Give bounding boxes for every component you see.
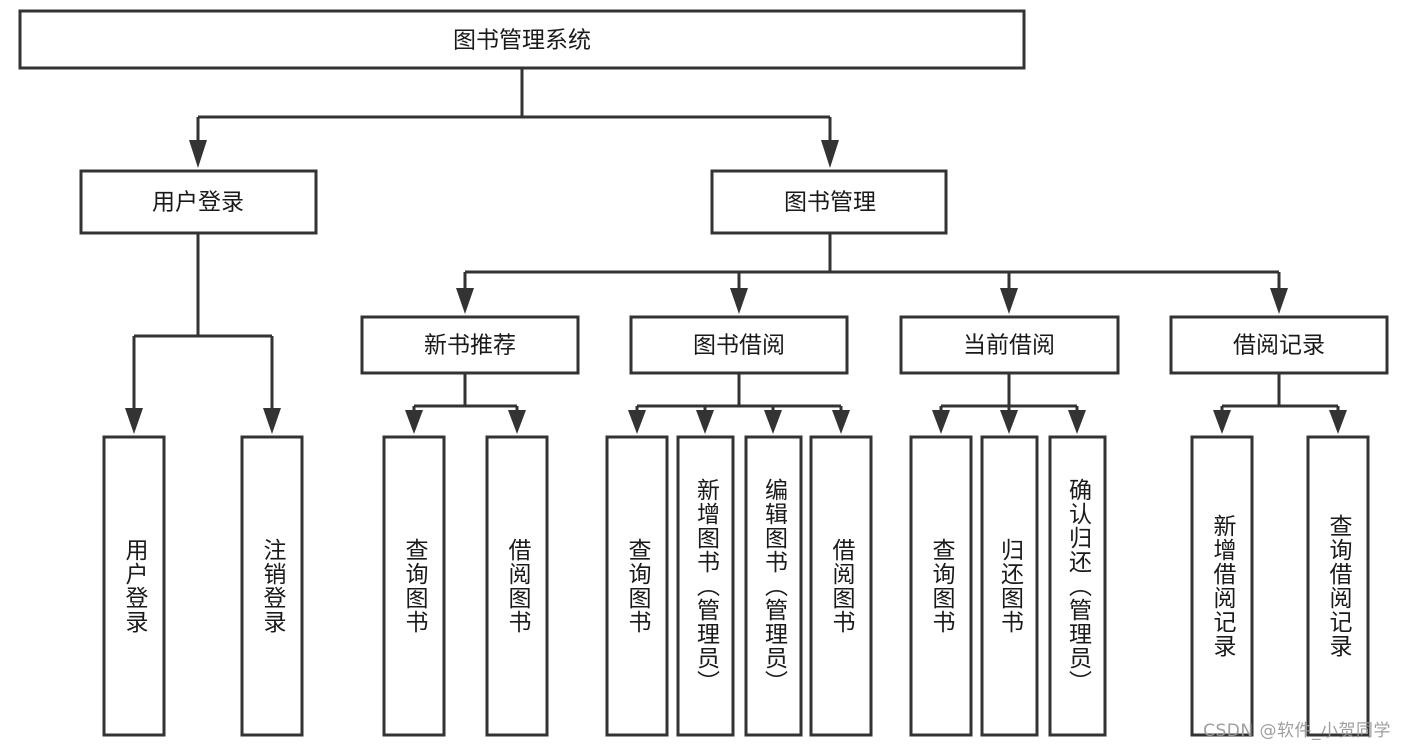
leaf-box-query-borrow-record[interactable]	[1306, 435, 1370, 737]
node-root-book-management-system[interactable]: 图书管理系统	[18, 9, 1026, 70]
arrow-head-leaf-5	[628, 410, 646, 434]
leaf-box-add-borrow-record[interactable]	[1190, 435, 1254, 737]
connector-group-current-borrow	[932, 373, 1086, 434]
node-new-book-recommend-label: 新书推荐	[424, 333, 516, 359]
connector-group-borrow-book	[628, 373, 850, 434]
arrow-head-leaf-12	[1213, 410, 1231, 434]
arrow-head-book-mgmt	[821, 140, 839, 168]
connector-group-book-mgmt	[456, 233, 1288, 314]
leaf-box-confirm-return-admin[interactable]	[1048, 435, 1107, 737]
node-root-label: 图书管理系统	[453, 28, 591, 54]
node-new-book-recommend-box	[360, 315, 580, 375]
node-book-borrow-label: 图书借阅	[693, 333, 785, 359]
arrow-head-leaf-8	[832, 410, 850, 434]
node-borrow-record-box	[1169, 315, 1389, 375]
arrow-head-borrow-book	[730, 288, 748, 314]
leaf-box-logout[interactable]	[240, 435, 304, 737]
connector-group-borrow-record	[1213, 373, 1347, 434]
leaf-box-query-book-1[interactable]	[382, 435, 446, 737]
leaf-box-borrow-book-2[interactable]	[809, 435, 873, 737]
node-current-borrow-label: 当前借阅	[963, 333, 1055, 359]
node-new-book-recommend[interactable]: 新书推荐	[360, 315, 580, 375]
arrow-head-leaf-6	[696, 410, 714, 434]
connector-group-new-book	[405, 373, 526, 434]
node-book-management-box	[710, 169, 948, 235]
node-root-box	[18, 9, 1026, 70]
node-book-management[interactable]: 图书管理	[710, 169, 948, 235]
node-user-login[interactable]: 用户登录	[79, 169, 318, 235]
leaf-box-user-login[interactable]	[102, 435, 166, 737]
node-user-login-box	[79, 169, 318, 235]
arrow-head-leaf-13	[1329, 410, 1347, 434]
leaf-box-return-book[interactable]	[980, 435, 1039, 737]
node-book-borrow[interactable]: 图书借阅	[629, 315, 849, 375]
arrow-head-leaf-1	[125, 408, 143, 434]
node-user-login-label: 用户登录	[152, 190, 244, 216]
node-book-borrow-box	[629, 315, 849, 375]
node-current-borrow[interactable]: 当前借阅	[899, 315, 1120, 375]
arrow-head-leaf-7	[764, 410, 782, 434]
arrow-head-user-login	[189, 140, 207, 168]
arrow-head-leaf-10	[1000, 410, 1018, 434]
arrow-head-new-book	[456, 288, 474, 314]
leaf-box-edit-book-admin[interactable]	[744, 435, 803, 737]
connector-group-root	[189, 68, 839, 168]
arrow-head-leaf-4	[508, 410, 526, 434]
arrow-head-borrow-record	[1270, 288, 1288, 314]
node-current-borrow-box	[899, 315, 1120, 375]
arrow-head-leaf-11	[1068, 410, 1086, 434]
csdn-watermark: CSDN @软件_小贺同学	[1203, 721, 1391, 741]
leaf-box-borrow-book-1[interactable]	[485, 435, 549, 737]
arrow-head-leaf-2	[263, 408, 281, 434]
node-book-management-label: 图书管理	[784, 190, 876, 216]
connector-group-user-login	[125, 233, 281, 434]
arrow-head-leaf-9	[932, 410, 950, 434]
arrow-head-current-borrow	[1000, 288, 1018, 314]
leaf-box-query-book-2[interactable]	[605, 435, 669, 737]
leaf-boxes	[102, 435, 1370, 737]
node-borrow-record-label: 借阅记录	[1233, 333, 1325, 359]
node-borrow-record[interactable]: 借阅记录	[1169, 315, 1389, 375]
leaf-box-query-book-3[interactable]	[909, 435, 973, 737]
arrow-head-leaf-3	[405, 410, 423, 434]
leaf-box-add-book-admin[interactable]	[676, 435, 735, 737]
